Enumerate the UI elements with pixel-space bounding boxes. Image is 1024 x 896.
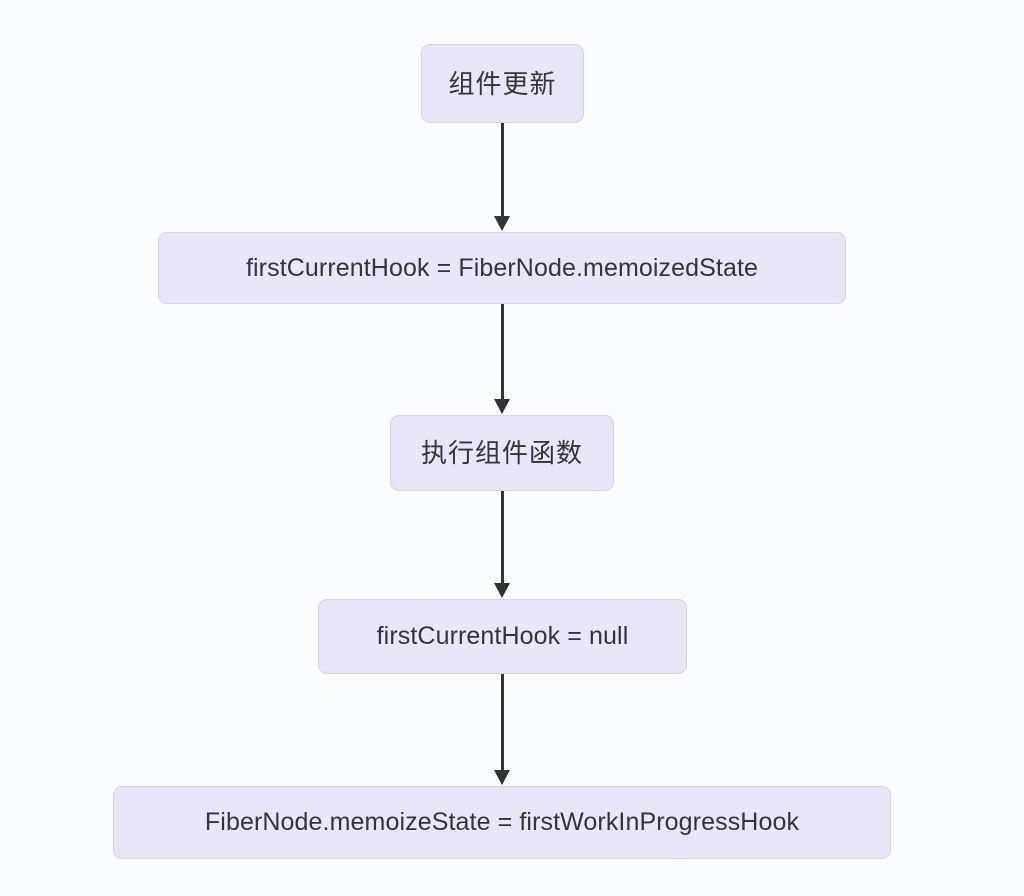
edge-line — [500, 304, 504, 400]
flow-node-label: FiberNode.memoizeState = firstWorkInProg… — [204, 808, 800, 836]
flow-node-label: 执行组件函数 — [420, 438, 583, 468]
edge-line — [500, 123, 504, 217]
flow-node-memoize-state-assign[interactable]: FiberNode.memoizeState = firstWorkInProg… — [113, 786, 891, 859]
edge-line — [500, 491, 504, 584]
flow-node-label: firstCurrentHook = null — [376, 622, 629, 650]
arrow-down-icon — [493, 216, 510, 231]
arrow-down-icon — [493, 399, 510, 414]
arrow-down-icon — [493, 770, 510, 785]
flow-node-label: firstCurrentHook = FiberNode.memoizedSta… — [245, 253, 759, 282]
arrow-down-icon — [493, 583, 510, 598]
flow-node-first-current-hook-null[interactable]: firstCurrentHook = null — [318, 599, 687, 674]
edge-line — [500, 674, 504, 771]
flow-node-label: 组件更新 — [448, 68, 557, 99]
flow-node-component-update[interactable]: 组件更新 — [421, 44, 584, 123]
flow-node-first-current-hook-assign[interactable]: firstCurrentHook = FiberNode.memoizedSta… — [158, 232, 846, 304]
flow-node-execute-component-function[interactable]: 执行组件函数 — [390, 415, 614, 491]
